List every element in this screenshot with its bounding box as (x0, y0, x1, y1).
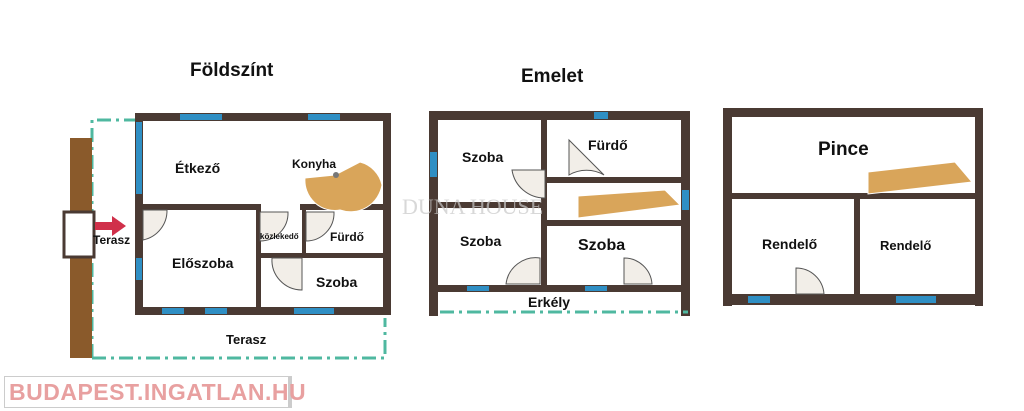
upper-floor-plan: Emelet DUNA HOUSE Szoba Fürdő Szoba Szob… (402, 66, 690, 316)
entry-arrow-icon (95, 216, 126, 236)
room-label: Szoba (460, 233, 501, 249)
room-label: Pince (818, 139, 869, 160)
ground-floor-title: Földszínt (190, 60, 274, 81)
room-label: Szoba (578, 237, 625, 254)
logo-text: BUDAPEST.INGATLAN.HU (9, 378, 307, 405)
site-logo: BUDAPEST.INGATLAN.HU (4, 376, 306, 408)
room-label: Étkező (175, 160, 220, 176)
stairs-icon (867, 161, 973, 195)
room-label: Erkély (528, 294, 570, 310)
room-label: közlekedő (260, 232, 299, 241)
room-label: Fürdő (330, 230, 364, 244)
room-label: Rendelő (762, 236, 817, 252)
room-label: Előszoba (172, 255, 234, 271)
stairs-icon (577, 189, 682, 219)
basement-plan: Pince Rendelő Rendelő (723, 108, 983, 306)
entry-step (62, 210, 96, 259)
upper-floor-title: Emelet (521, 66, 584, 87)
room-label: Fürdő (588, 137, 628, 153)
spiral-stairs-icon (304, 161, 383, 213)
watermark: DUNA HOUSE (402, 194, 543, 219)
room-label: Rendelő (880, 238, 931, 253)
room-label: Terasz (93, 233, 130, 247)
ground-floor-plan: Földszínt Étkező Konyha Terasz közlekedő… (62, 60, 391, 360)
terrace-outline (90, 118, 387, 360)
room-label: Konyha (292, 157, 336, 171)
room-label: Szoba (462, 149, 503, 165)
room-label: Terasz (226, 332, 267, 347)
room-label: Szoba (316, 274, 357, 290)
